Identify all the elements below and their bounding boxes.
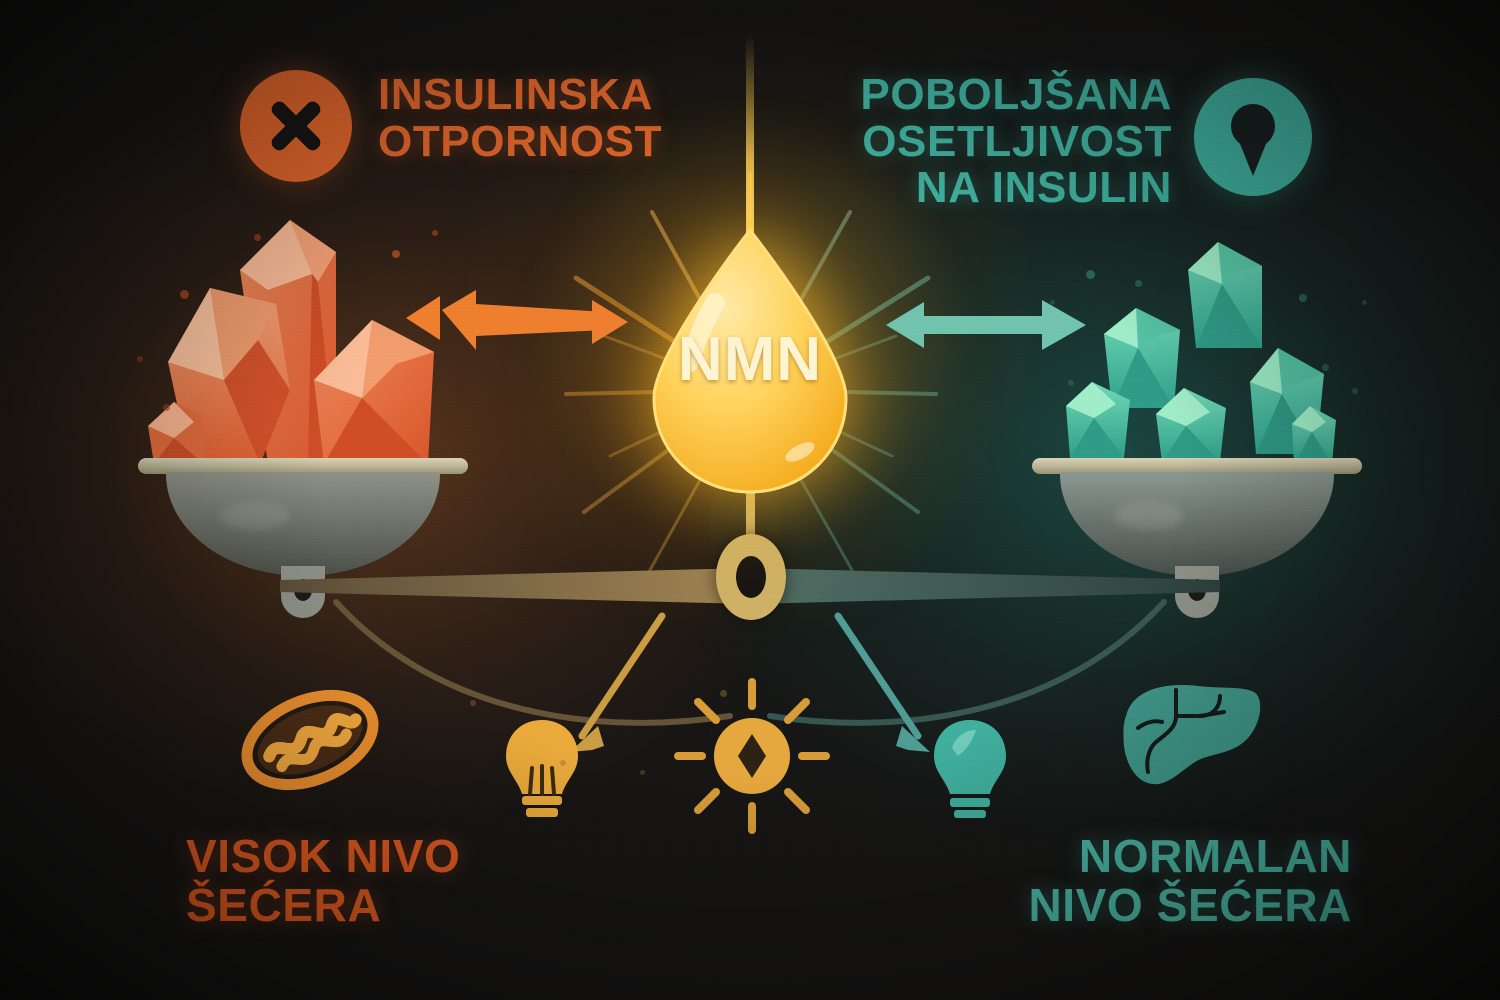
particle bbox=[254, 234, 261, 241]
nmn-droplet: NMN bbox=[612, 226, 888, 496]
particle bbox=[392, 250, 400, 258]
pan-highlight bbox=[1114, 502, 1184, 530]
droplet-spike bbox=[746, 34, 754, 244]
particle bbox=[1322, 364, 1329, 371]
label-improved-insulin-sensitivity: POBOLJŠANA OSETLJIVOST NA INSULIN bbox=[860, 70, 1172, 213]
x-mark-icon bbox=[240, 70, 352, 182]
keyhole-stem bbox=[1236, 134, 1270, 176]
particle bbox=[1086, 270, 1095, 279]
particle bbox=[1050, 300, 1055, 305]
particle bbox=[1362, 300, 1367, 305]
particle bbox=[720, 690, 727, 697]
particle bbox=[560, 760, 566, 766]
keyhole-icon bbox=[1194, 78, 1312, 196]
particle bbox=[137, 356, 143, 362]
particle bbox=[1299, 294, 1307, 302]
double-arrow-right bbox=[886, 300, 1086, 350]
particle bbox=[1135, 280, 1142, 287]
crystal-cluster-teal bbox=[1060, 236, 1360, 484]
particle bbox=[470, 700, 476, 706]
particle bbox=[1068, 380, 1074, 386]
pan-bowl bbox=[1060, 472, 1334, 576]
particle bbox=[432, 230, 438, 236]
particle bbox=[163, 404, 170, 411]
lightbulb-icon-cool bbox=[934, 720, 1006, 818]
energy-burst-icon bbox=[674, 678, 830, 834]
particle bbox=[1352, 388, 1358, 394]
nmn-label: NMN bbox=[677, 325, 823, 394]
particle bbox=[640, 770, 645, 775]
pan-highlight bbox=[220, 502, 290, 530]
label-normal-sugar-level: NORMALAN NIVO ŠEĆERA bbox=[1028, 830, 1352, 931]
pan-bowl bbox=[166, 472, 440, 576]
liver-icon bbox=[1123, 685, 1261, 785]
label-insulin-resistance: INSULINSKA OTPORNOST bbox=[378, 70, 663, 166]
mitochondrion-icon bbox=[241, 689, 379, 791]
fulcrum-ring bbox=[716, 534, 786, 620]
label-high-sugar-level: VISOK NIVO ŠEĆERA bbox=[186, 830, 461, 931]
lightbulb-icon-warm bbox=[506, 720, 578, 817]
particle bbox=[180, 290, 189, 299]
crystal-cluster-orange bbox=[140, 212, 460, 482]
